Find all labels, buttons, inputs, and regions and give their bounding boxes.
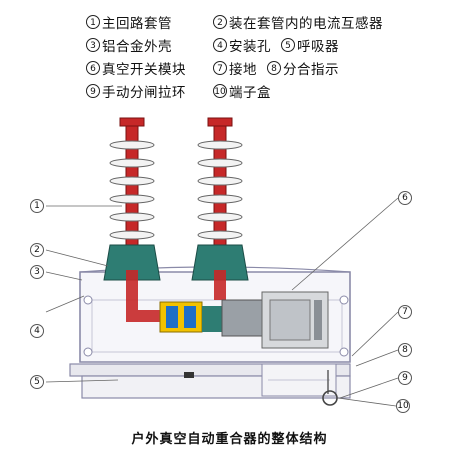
diagram-caption: 户外真空自动重合器的整体结构 xyxy=(131,432,328,447)
legend-row: 6 真空开关模块 7 接地 8 分合指示 xyxy=(86,56,416,79)
legend-number: 6 xyxy=(86,60,100,75)
legend-item: 4 安装孔 xyxy=(213,35,271,55)
legend-number: 2 xyxy=(213,14,227,29)
terminal-box xyxy=(261,363,337,397)
legend-label: 接地 xyxy=(229,61,257,78)
marker-6: 6 xyxy=(398,191,412,205)
legend-row: 3 铝合金外壳 4 安装孔 5 呼吸器 xyxy=(86,33,416,56)
legend-label: 安装孔 xyxy=(229,38,271,55)
marker-1: 1 xyxy=(30,199,44,213)
legend-number: 4 xyxy=(213,37,227,52)
marker-7: 7 xyxy=(398,305,412,319)
legend-label: 装在套管内的电流互感器 xyxy=(229,15,383,32)
legend-item: 5 呼吸器 xyxy=(281,35,339,55)
legend-item: 7 接地 xyxy=(213,58,257,78)
legend-item: 10 端子盒 xyxy=(213,81,271,101)
marker-4: 4 xyxy=(30,324,44,338)
legend-number: 10 xyxy=(213,83,227,98)
legend-item: 6 真空开关模块 xyxy=(86,58,203,78)
legend-label: 端子盒 xyxy=(229,84,271,101)
legend: 1 主回路套管 2 装在套管内的电流互感器 3 铝合金外壳 4 安装孔 5 呼吸… xyxy=(86,10,416,102)
marker-9: 9 xyxy=(398,371,412,385)
bushing-left xyxy=(103,117,161,281)
legend-item: 3 铝合金外壳 xyxy=(86,35,203,55)
legend-label: 铝合金外壳 xyxy=(102,38,172,55)
legend-number: 8 xyxy=(267,60,281,75)
marker-5: 5 xyxy=(30,375,44,389)
vacuum-switch-module xyxy=(126,270,329,349)
bushing-right xyxy=(191,117,249,281)
legend-number: 7 xyxy=(213,60,227,75)
legend-item: 1 主回路套管 xyxy=(86,12,203,32)
legend-row: 9 手动分闸拉环 10 端子盒 xyxy=(86,79,416,102)
legend-row: 1 主回路套管 2 装在套管内的电流互感器 xyxy=(86,10,416,33)
legend-number: 9 xyxy=(86,83,100,98)
legend-label: 呼吸器 xyxy=(297,38,339,55)
legend-label: 主回路套管 xyxy=(102,15,172,32)
legend-number: 1 xyxy=(86,14,100,29)
legend-item: 8 分合指示 xyxy=(267,58,339,78)
marker-2: 2 xyxy=(30,243,44,257)
legend-label: 手动分闸拉环 xyxy=(102,84,186,101)
legend-label: 真空开关模块 xyxy=(102,61,186,78)
leader-lines xyxy=(45,197,399,407)
legend-label: 分合指示 xyxy=(283,61,339,78)
legend-number: 5 xyxy=(281,37,295,52)
marker-3: 3 xyxy=(30,265,44,279)
marker-10: 10 xyxy=(396,399,410,413)
marker-8: 8 xyxy=(398,343,412,357)
legend-number: 3 xyxy=(86,37,100,52)
legend-item: 9 手动分闸拉环 xyxy=(86,81,203,101)
pull-ring xyxy=(322,370,338,406)
legend-item: 2 装在套管内的电流互感器 xyxy=(213,12,383,32)
